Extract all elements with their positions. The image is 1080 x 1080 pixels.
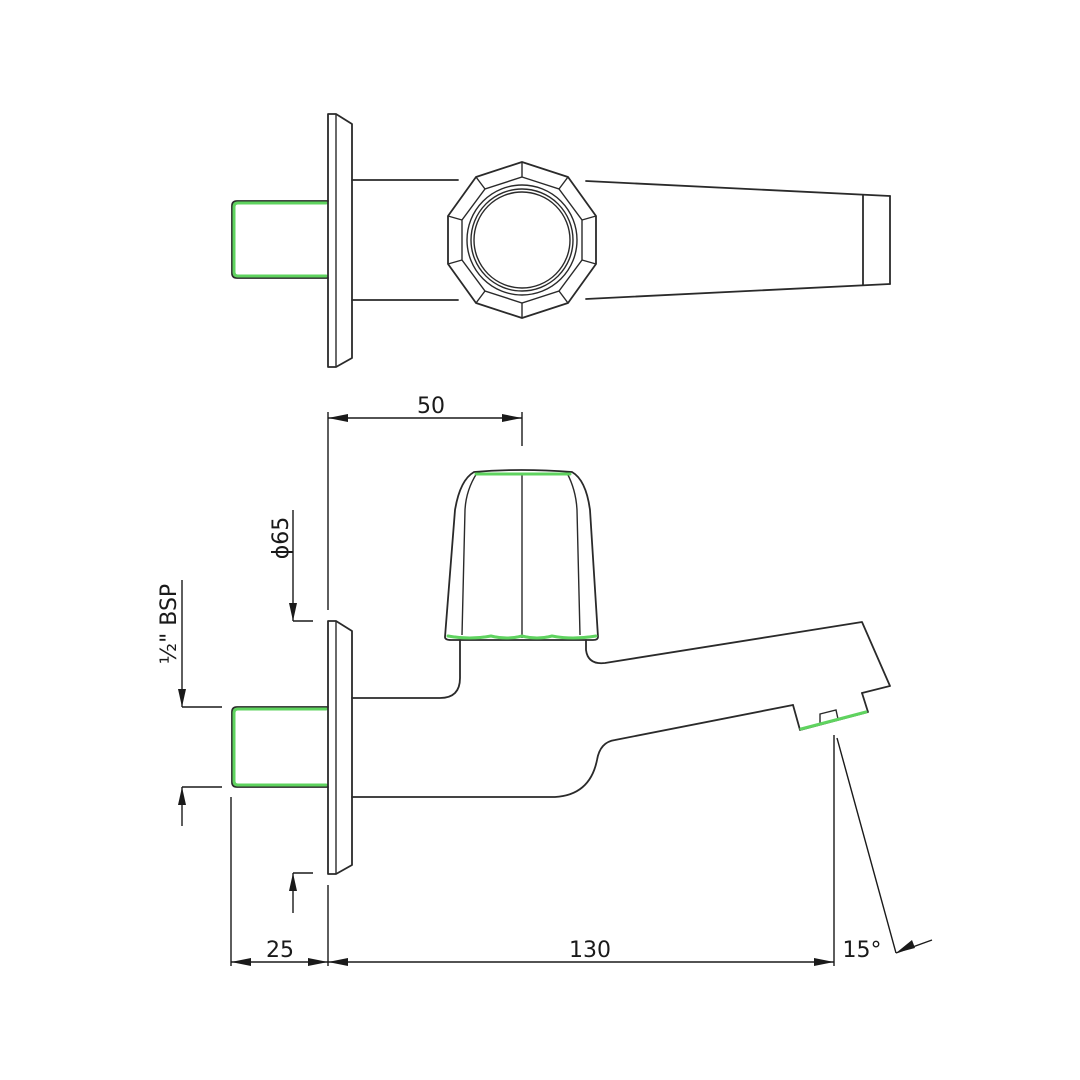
dimension-thread-bsp: ½" BSP (157, 580, 222, 826)
dimension-angle-15-label: 15° (843, 938, 882, 963)
dimension-angle-15: 15° (836, 737, 933, 963)
dimension-25-label: 25 (266, 938, 294, 963)
side-knob (444, 469, 599, 641)
top-wall-plate (327, 113, 353, 368)
top-body (351, 179, 891, 301)
side-view (231, 469, 891, 875)
dimension-diameter-65-label: ϕ65 (269, 517, 294, 560)
top-knob-decagon (447, 161, 597, 319)
top-view (231, 113, 891, 368)
top-inlet-pipe (231, 200, 329, 279)
dimension-thread-bsp-label: ½" BSP (157, 584, 182, 664)
side-body (351, 621, 891, 798)
side-wall-plate (327, 620, 353, 875)
dimension-130-label: 130 (569, 938, 611, 963)
dimension-50: 50 (327, 394, 523, 610)
dimension-plate-bottom-marker (289, 872, 313, 913)
dimension-50-label: 50 (417, 394, 445, 419)
dimension-25: 25 (230, 797, 329, 966)
dimension-130: 130 (328, 735, 835, 966)
dimension-diameter-65: ϕ65 (269, 510, 313, 622)
side-inlet-pipe (231, 706, 329, 788)
side-aerator (792, 692, 869, 731)
